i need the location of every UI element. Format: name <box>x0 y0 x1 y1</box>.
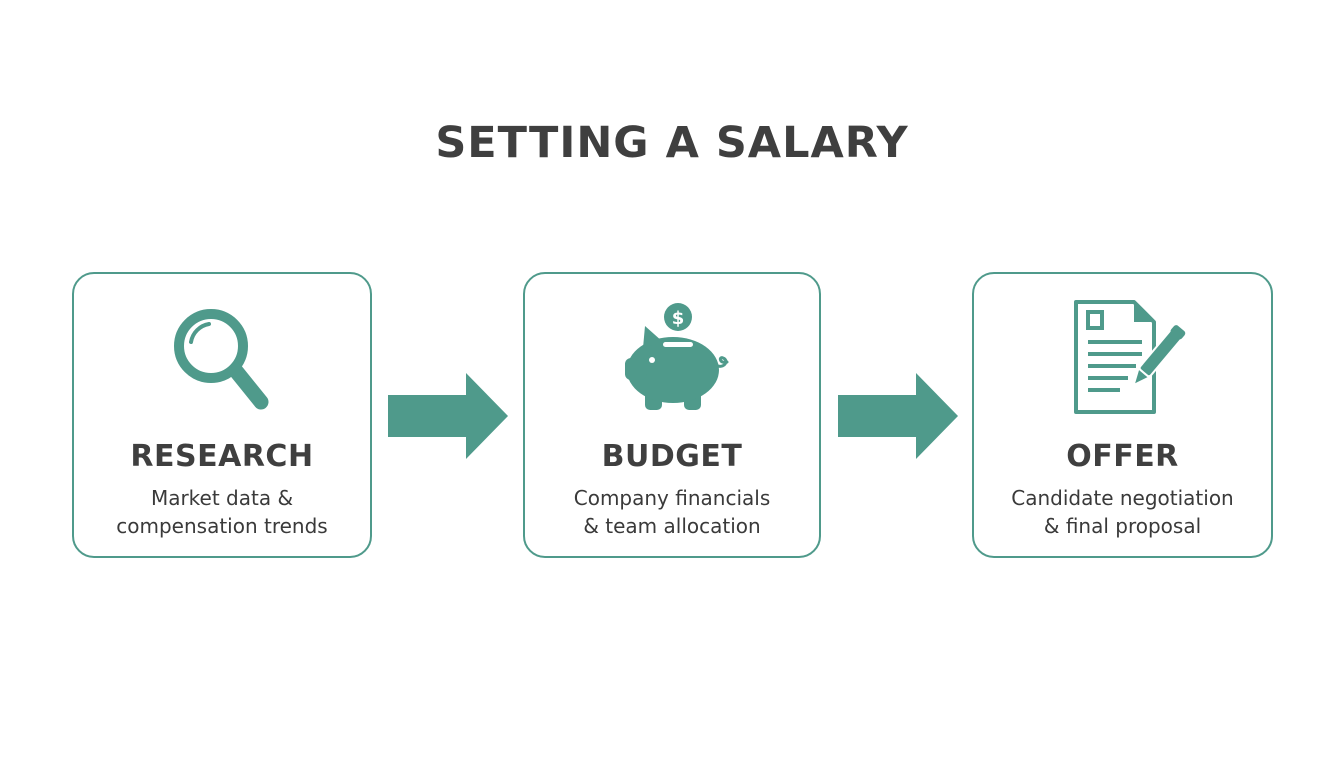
step-description-line: & final proposal <box>1043 514 1202 538</box>
magnifying-glass-icon <box>174 309 269 410</box>
arrow-right-icon <box>838 373 958 459</box>
step-card-offer: OFFER Candidate negotiation & final prop… <box>972 272 1273 558</box>
step-card-research: RESEARCH Market data & compensation tren… <box>72 272 372 558</box>
step-card-budget: $ BUDGET Company financials & team alloc… <box>523 272 821 558</box>
step-title: RESEARCH <box>130 439 314 474</box>
step-description-line: Candidate negotiation <box>1011 486 1234 510</box>
svg-text:$: $ <box>672 308 685 329</box>
step-description: Candidate negotiation & final proposal <box>974 484 1271 540</box>
step-description: Market data & compensation trends <box>74 484 370 540</box>
piggy-bank-icon: $ <box>625 303 729 410</box>
step-description-line: compensation trends <box>116 514 328 538</box>
step-description-line: Company financials <box>573 486 771 510</box>
arrow-right-icon <box>388 373 508 459</box>
step-description-line: Market data & <box>150 486 294 510</box>
step-title: BUDGET <box>601 439 743 474</box>
document-pen-icon <box>1073 300 1186 414</box>
diagram-title: SETTING A SALARY <box>435 118 909 168</box>
step-description-line: & team allocation <box>583 514 761 538</box>
step-title: OFFER <box>1066 439 1179 474</box>
step-description: Company financials & team allocation <box>525 484 819 540</box>
